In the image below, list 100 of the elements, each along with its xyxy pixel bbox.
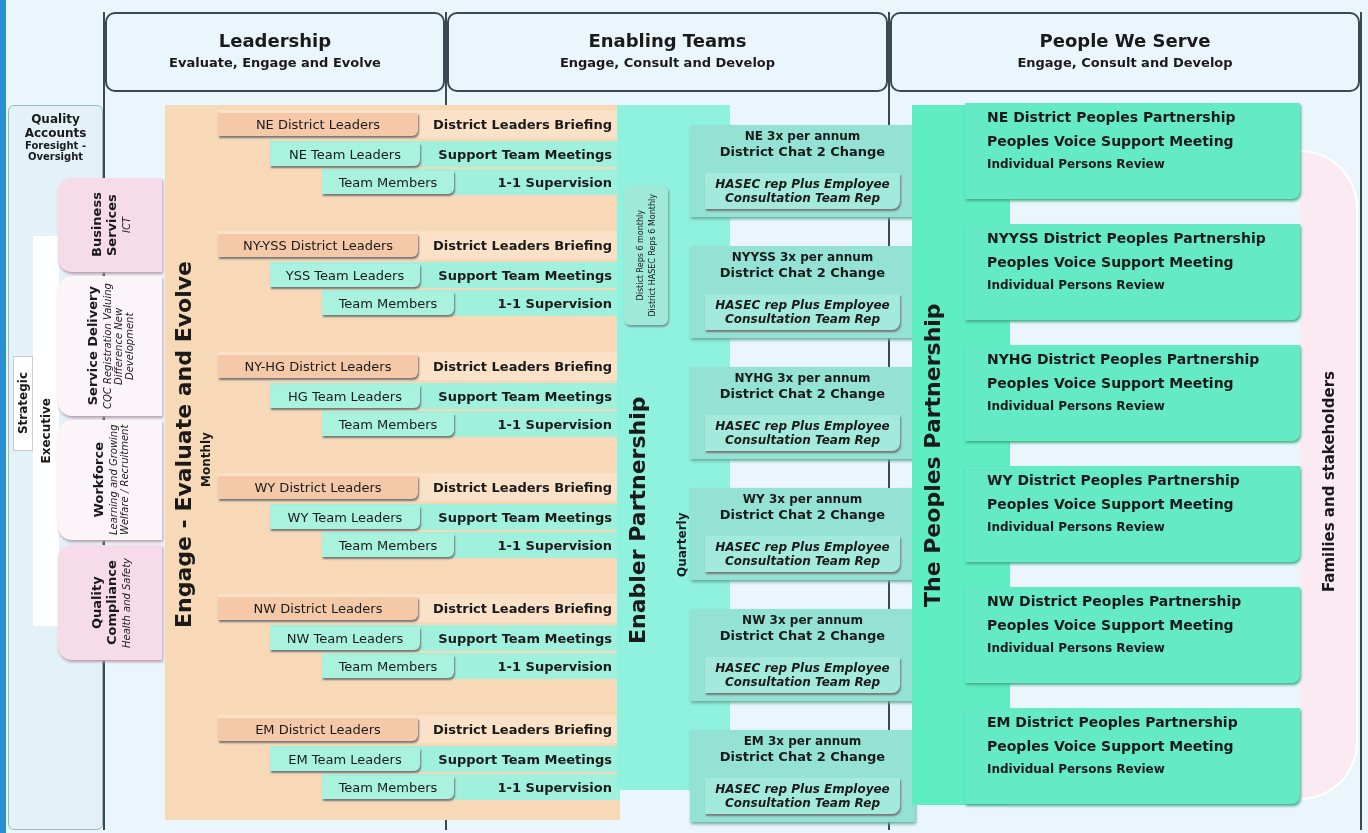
detail-box bbox=[705, 173, 900, 209]
detail-box bbox=[705, 657, 900, 693]
role-label: Team Members bbox=[322, 775, 454, 799]
partnership-box bbox=[965, 466, 1300, 562]
role-label: NY-HG District Leaders bbox=[218, 354, 418, 378]
meeting-label: District Leaders Briefing bbox=[433, 358, 612, 374]
column-heading: Enabling Teams bbox=[587, 30, 748, 51]
tab bbox=[58, 178, 162, 272]
attendees-label: HASEC rep Plus Employee Consultation Team Rep bbox=[714, 177, 891, 205]
meeting-box bbox=[690, 730, 915, 822]
meeting-label: Peoples Voice Support Meeting bbox=[987, 375, 1235, 391]
role-label: NE Team Leaders bbox=[270, 142, 420, 166]
column-subheading: Engage, Consult and Develop bbox=[558, 55, 777, 70]
partnership-title: NE District Peoples Partnership bbox=[987, 109, 1237, 125]
meeting-box bbox=[690, 367, 915, 459]
rep-label: Distict Reps 6 monthly bbox=[635, 209, 645, 301]
attendees-label: HASEC rep Plus Employee Consultation Team Rep bbox=[714, 298, 891, 326]
role-label: Team Members bbox=[322, 291, 454, 315]
frequency-label: Monthly bbox=[199, 431, 213, 490]
row-band bbox=[322, 653, 620, 679]
frequency-label: Quarterly bbox=[675, 511, 689, 580]
role-label: WY Team Leaders bbox=[270, 505, 420, 529]
role-label: Team Members bbox=[322, 533, 454, 557]
tab-heading: Business Services bbox=[88, 191, 119, 260]
meeting-heading: NYHG 3x per annum bbox=[733, 371, 872, 385]
role-label: NW Team Leaders bbox=[270, 626, 420, 650]
detail-box bbox=[705, 778, 900, 814]
meeting-heading: WY 3x per annum bbox=[741, 492, 864, 506]
meeting-label: Support Team Meetings bbox=[438, 509, 612, 525]
partnership-box bbox=[965, 587, 1300, 683]
row-band bbox=[322, 411, 620, 437]
meeting-label: Support Team Meetings bbox=[438, 751, 612, 767]
row-band bbox=[218, 473, 620, 501]
band-title: Engage - Evaluate and Evolve bbox=[171, 260, 196, 631]
attendees-label: HASEC rep Plus Employee Consultation Team Rep bbox=[714, 661, 891, 689]
meeting-title: District Chat 2 Change bbox=[718, 507, 887, 522]
note-box bbox=[624, 185, 668, 325]
role-label: YSS Team Leaders bbox=[270, 263, 420, 287]
meeting-title: District Chat 2 Change bbox=[718, 144, 887, 159]
meeting-label: Support Team Meetings bbox=[438, 388, 612, 404]
partnership-box bbox=[965, 103, 1300, 199]
tab bbox=[58, 276, 162, 416]
review-label: Individual Persons Review bbox=[987, 399, 1166, 413]
row-band bbox=[218, 352, 620, 380]
tab bbox=[58, 545, 162, 660]
column-panel bbox=[447, 12, 888, 92]
meeting-label: Peoples Voice Support Meeting bbox=[987, 133, 1235, 149]
partnership-title: NW District Peoples Partnership bbox=[987, 593, 1243, 609]
role-label: Team Members bbox=[322, 170, 454, 194]
meeting-label: District Leaders Briefing bbox=[433, 600, 612, 616]
attendees-label: HASEC rep Plus Employee Consultation Team Rep bbox=[714, 540, 891, 568]
meeting-label: 1-1 Supervision bbox=[497, 658, 612, 674]
row-band bbox=[322, 290, 620, 316]
column-heading: People We Serve bbox=[1038, 30, 1212, 51]
column-panel bbox=[105, 12, 445, 92]
meeting-label: Peoples Voice Support Meeting bbox=[987, 738, 1235, 754]
partnership-title: NYHG District Peoples Partnership bbox=[987, 351, 1261, 367]
role-label: NY-YSS District Leaders bbox=[218, 233, 418, 257]
partnership-title: WY District Peoples Partnership bbox=[987, 472, 1241, 488]
meeting-label: District Leaders Briefing bbox=[433, 237, 612, 253]
role-label: NE District Leaders bbox=[218, 112, 418, 136]
row-band bbox=[322, 532, 620, 558]
meeting-label: 1-1 Supervision bbox=[497, 174, 612, 190]
meeting-label: Peoples Voice Support Meeting bbox=[987, 617, 1235, 633]
column-subheading: Evaluate, Engage and Evolve bbox=[168, 55, 382, 70]
role-label: Team Members bbox=[322, 654, 454, 678]
tab-detail: Learning and Growing Welfare / Recruitment bbox=[107, 423, 130, 538]
detail-box bbox=[705, 415, 900, 451]
meeting-label: Support Team Meetings bbox=[438, 630, 612, 646]
meeting-label: Support Team Meetings bbox=[438, 146, 612, 162]
partnership-box bbox=[965, 708, 1300, 804]
tab bbox=[13, 356, 33, 451]
partnership-title: NYYSS District Peoples Partnership bbox=[987, 230, 1267, 246]
meeting-label: 1-1 Supervision bbox=[497, 295, 612, 311]
row-band bbox=[218, 110, 620, 138]
rep-label: District HASEC Reps 6 Monthly bbox=[647, 193, 657, 317]
role-label: WY District Leaders bbox=[218, 475, 418, 499]
meeting-label: 1-1 Supervision bbox=[497, 537, 612, 553]
meeting-title: District Chat 2 Change bbox=[718, 628, 887, 643]
tab bbox=[58, 420, 162, 540]
role-label: NW District Leaders bbox=[218, 596, 418, 620]
column-panel bbox=[890, 12, 1360, 92]
attendees-label: HASEC rep Plus Employee Consultation Team Rep bbox=[714, 419, 891, 447]
column-heading: Leadership bbox=[217, 30, 333, 51]
tab-heading: Quality Compliance bbox=[88, 559, 119, 647]
panel-heading: Quality Accounts bbox=[23, 112, 88, 140]
partnership-title: EM District Peoples Partnership bbox=[987, 714, 1239, 730]
panel-subheading: Foresight - Oversight bbox=[23, 140, 88, 162]
partnership-box bbox=[965, 224, 1300, 320]
meeting-box bbox=[690, 125, 915, 217]
tab-label: Strategic bbox=[16, 372, 30, 435]
row-band bbox=[270, 262, 620, 288]
area-title: Families and stakeholders bbox=[1320, 370, 1338, 595]
meeting-heading: NW 3x per annum bbox=[741, 613, 864, 627]
row-band bbox=[270, 746, 620, 772]
row-band bbox=[218, 231, 620, 259]
band-title: The Peoples Partnership bbox=[920, 302, 945, 609]
tab-detail: CQC Registration Valuing Difference New Development bbox=[102, 282, 135, 411]
row-band bbox=[218, 594, 620, 622]
meeting-label: District Leaders Briefing bbox=[433, 116, 612, 132]
